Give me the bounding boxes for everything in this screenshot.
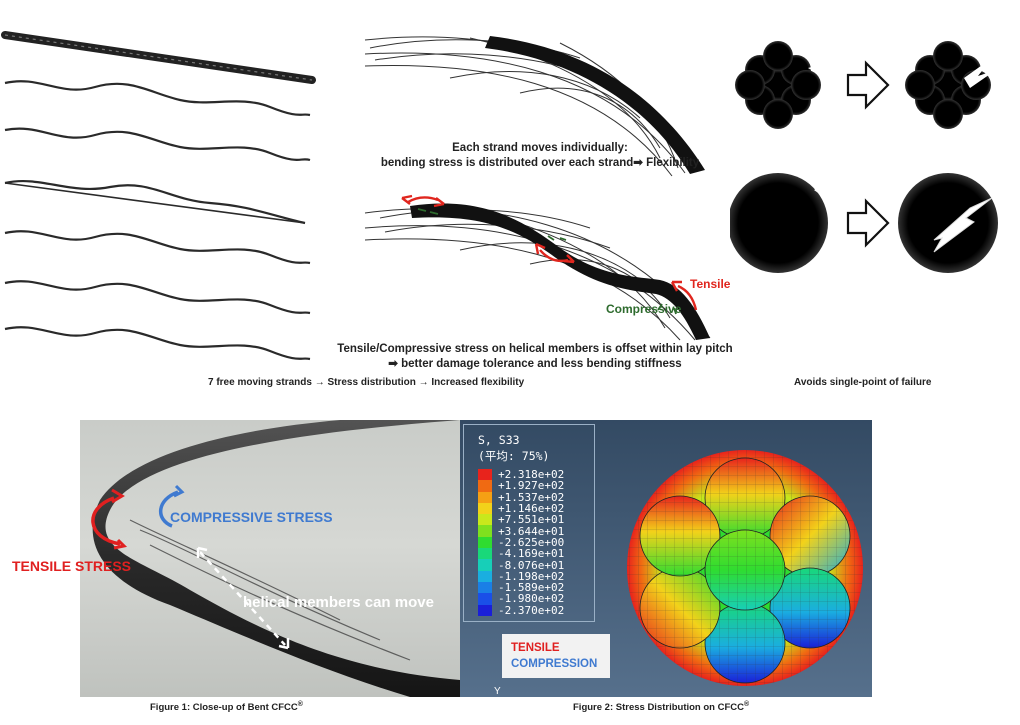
legend-row: -1.980e+02 <box>478 592 565 606</box>
legend-swatch <box>478 514 492 526</box>
axis-y-icon: Y <box>494 686 501 697</box>
compression-key: COMPRESSION <box>511 658 598 670</box>
legend-value: +3.644e+01 <box>498 524 565 538</box>
legend-value: -1.589e+02 <box>498 581 565 595</box>
stress-legend: S, S33 (平均: 75%) +2.318e+02+1.927e+02+1.… <box>463 424 595 622</box>
legend-subtitle: (平均: 75%) <box>478 449 550 463</box>
legend-row: +1.537e+02 <box>478 490 565 504</box>
legend-row: +1.146e+02 <box>478 502 565 516</box>
legend-value: -1.980e+02 <box>498 592 565 606</box>
legend-swatch <box>478 581 492 594</box>
upper-highlight-strand <box>485 36 705 174</box>
twisted-cable <box>1 31 316 84</box>
legend-value: -8.076e+01 <box>498 558 565 572</box>
legend-row: -1.589e+02 <box>478 581 565 595</box>
helical-note: helical members can move <box>243 594 434 611</box>
legend-swatch <box>478 593 492 605</box>
lower-highlight-strand <box>410 203 710 340</box>
legend-swatch <box>478 536 492 549</box>
compressive-stress-label: COMPRESSIVE STRESS <box>170 509 333 525</box>
wavy-strands <box>4 80 311 361</box>
figure2-caption: Figure 2: Stress Distribution on CFCC® <box>573 701 750 714</box>
arrow-icon <box>846 60 890 110</box>
legend-value: +1.537e+02 <box>498 490 565 504</box>
legend-row: -8.076e+01 <box>478 558 565 572</box>
legend-swatch <box>478 559 492 571</box>
compressive-label-top: Compressive <box>606 302 682 316</box>
offset-note-line1: Tensile/Compressive stress on helical me… <box>337 343 733 355</box>
legend-row: -4.169e+01 <box>478 547 565 561</box>
legend-row: +3.644e+01 <box>478 524 565 538</box>
legend-value: +7.551e+01 <box>498 513 565 527</box>
offset-note-line2: ➡ better damage tolerance and less bendi… <box>388 358 682 370</box>
legend-swatch <box>478 469 492 481</box>
legend-value: -1.198e+02 <box>498 569 565 583</box>
legend-swatch <box>478 570 492 582</box>
tensile-key: TENSILE <box>511 642 560 654</box>
cross-section <box>627 450 863 686</box>
strands-diagram <box>1 31 316 361</box>
legend-swatch <box>478 604 492 616</box>
strands-caption: 7 free moving strands → Stress distribut… <box>208 377 525 388</box>
seven-strand-bundle-broken <box>905 41 991 129</box>
failure-caption: Avoids single-point of failure <box>794 377 932 388</box>
legend-value: +2.318e+02 <box>498 468 565 482</box>
legend-swatch <box>478 525 492 537</box>
legend-value: -4.169e+01 <box>498 547 565 561</box>
legend-value: +1.927e+02 <box>498 479 565 493</box>
strand-note-line1: Each strand moves individually: <box>452 142 628 154</box>
solid-rod-broken <box>898 173 998 273</box>
legend-row: -2.370e+02 <box>478 603 565 617</box>
tensile-arrows <box>401 194 698 311</box>
bending-diagram <box>364 36 711 341</box>
lower-bent-cable <box>364 208 711 341</box>
legend-row: +1.927e+02 <box>478 479 565 493</box>
compressive-arrows <box>417 208 677 315</box>
figure2-fea: S, S33 (平均: 75%) +2.318e+02+1.927e+02+1.… <box>460 420 872 697</box>
legend-swatch <box>478 548 492 560</box>
legend-row: +7.551e+01 <box>478 513 565 527</box>
legend-swatch <box>478 491 492 503</box>
legend-swatch <box>478 502 492 515</box>
bent-cable-photo <box>92 420 460 697</box>
legend-row: -1.198e+02 <box>478 569 565 583</box>
tensile-label-top: Tensile <box>690 277 731 291</box>
arrow-icon-2 <box>846 198 890 248</box>
legend-row: +2.318e+02 <box>478 468 565 482</box>
legend-swatch <box>478 480 492 492</box>
legend-value: -2.370e+02 <box>498 603 565 617</box>
strand-note-line2: bending stress is distributed over each … <box>380 157 700 169</box>
tension-key-box: TENSILE COMPRESSION <box>502 634 610 678</box>
figure1-caption: Figure 1: Close-up of Bent CFCC® <box>150 701 303 714</box>
figure1-annotations <box>91 484 290 650</box>
legend-value: +1.146e+02 <box>498 502 565 516</box>
legend-title: S, S33 <box>478 433 520 447</box>
failure-diagram <box>730 41 998 273</box>
legend-value: -2.625e+00 <box>498 535 565 549</box>
legend-rows: +2.318e+02+1.927e+02+1.537e+02+1.146e+02… <box>478 469 564 616</box>
legend-row: -2.625e+00 <box>478 535 565 549</box>
tensile-stress-label: TENSILE STRESS <box>12 558 132 574</box>
seven-strand-bundle <box>735 41 821 129</box>
solid-rod <box>730 173 828 273</box>
figure1-photo <box>80 420 460 697</box>
